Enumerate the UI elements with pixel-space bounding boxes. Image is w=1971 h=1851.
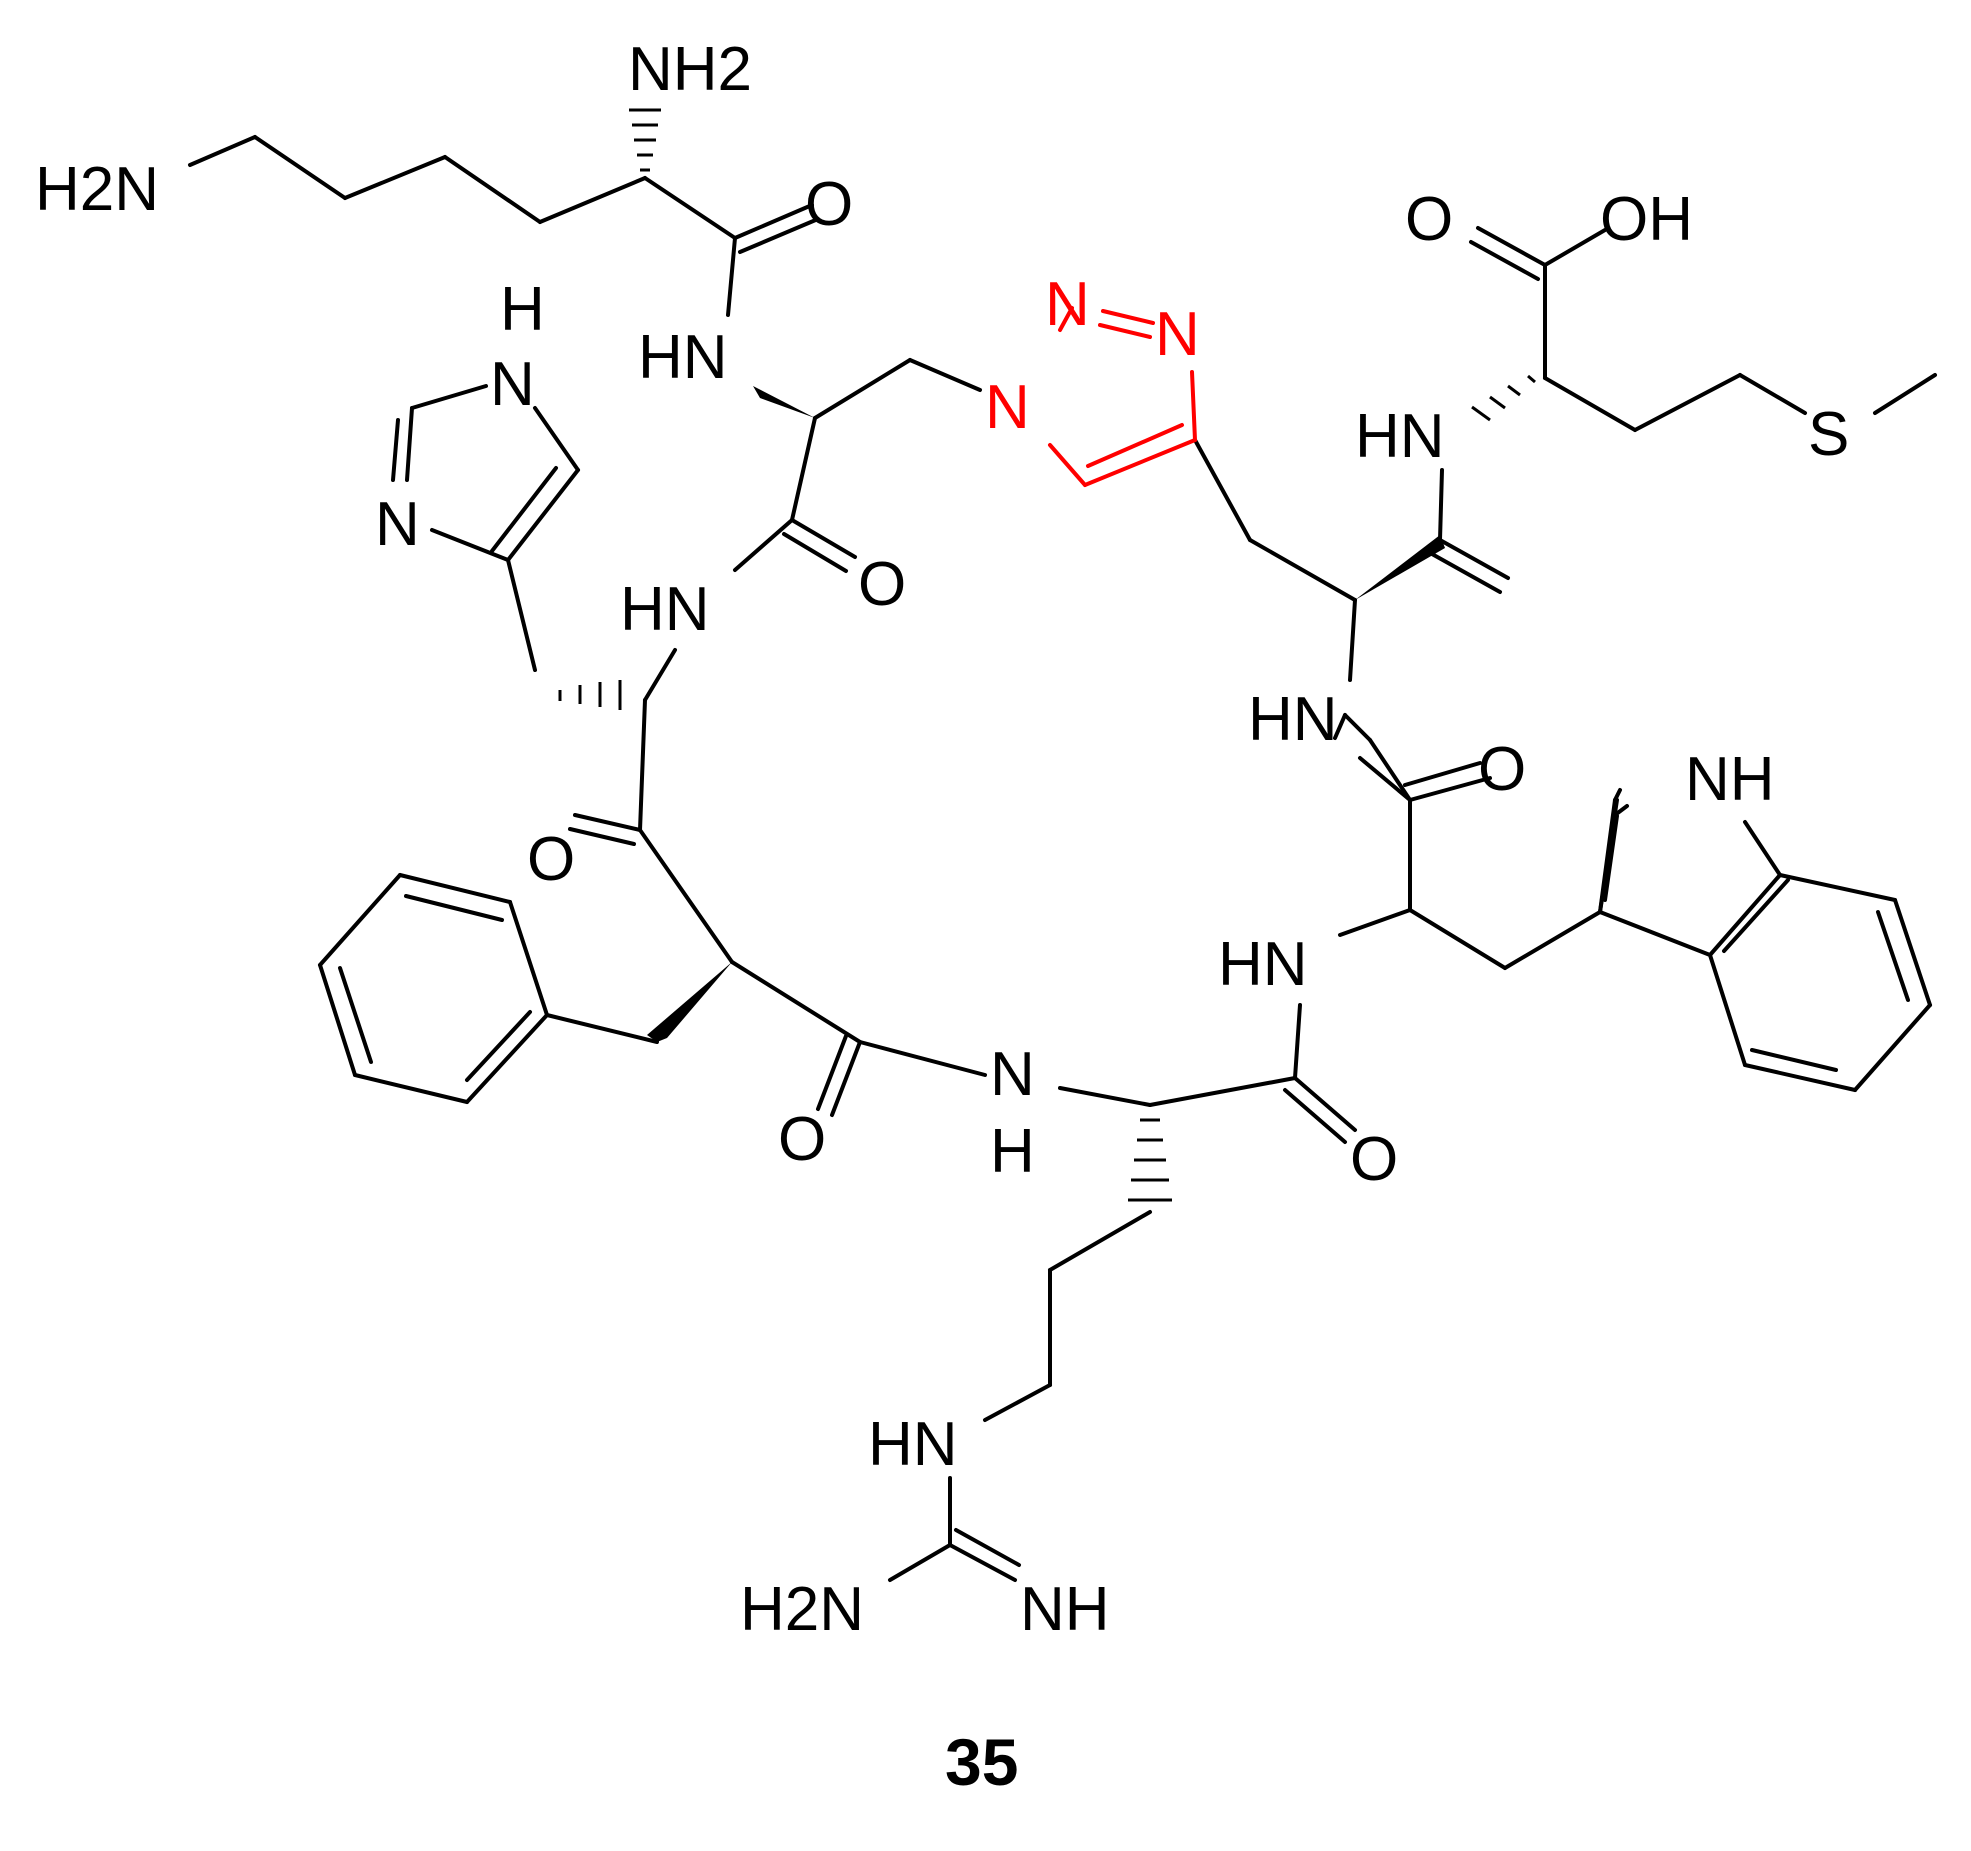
atom-hn-met: HN bbox=[1355, 402, 1445, 471]
atom-o-2: O bbox=[858, 550, 906, 619]
atom-n-imid-h: N bbox=[490, 350, 535, 419]
atom-nh2-lys-alpha: NH2 bbox=[628, 35, 752, 104]
stereo-hashes bbox=[558, 108, 1536, 1202]
atom-nh-guan: NH bbox=[1020, 1575, 1110, 1644]
atom-o-lys: O bbox=[805, 170, 853, 239]
atom-n3-triazole: N bbox=[1155, 300, 1200, 369]
atom-labels: NH2 H2N O HN N N N O OH HN S H N N O HN … bbox=[35, 35, 1849, 1644]
atom-o-3: O bbox=[527, 825, 575, 894]
atom-n-imid: N bbox=[375, 490, 420, 559]
atom-hn-guan: HN bbox=[868, 1410, 958, 1479]
atom-h-arg: H bbox=[990, 1117, 1035, 1186]
atom-o-acid: O bbox=[1405, 185, 1453, 254]
atom-hn-his: HN bbox=[620, 575, 710, 644]
atom-n1-triazole: N bbox=[985, 373, 1030, 442]
stereo-wedges bbox=[647, 386, 1445, 1042]
atom-oh-acid: OH bbox=[1600, 185, 1693, 254]
atom-h-imid: H bbox=[500, 275, 545, 344]
atom-o-phe: O bbox=[778, 1105, 826, 1174]
atom-n2-triazole: N bbox=[1045, 270, 1090, 339]
atom-n-arg: N bbox=[990, 1040, 1035, 1109]
atom-h2n-lys-side: H2N bbox=[35, 155, 159, 224]
atom-nh-trp-indole: NH bbox=[1685, 745, 1775, 814]
atom-hn-trp: HN bbox=[1218, 930, 1308, 999]
bonds bbox=[188, 135, 1937, 1582]
triazole-ring bbox=[1048, 306, 1197, 487]
compound-number: 35 bbox=[945, 1725, 1018, 1799]
atom-o-arg: O bbox=[1350, 1125, 1398, 1194]
atom-s-met: S bbox=[1808, 400, 1849, 469]
atom-h2n-guan: H2N bbox=[740, 1575, 864, 1644]
atom-hn-1: HN bbox=[638, 323, 728, 392]
atom-o-5: O bbox=[1478, 735, 1526, 804]
atom-hn-4: HN bbox=[1248, 685, 1338, 754]
